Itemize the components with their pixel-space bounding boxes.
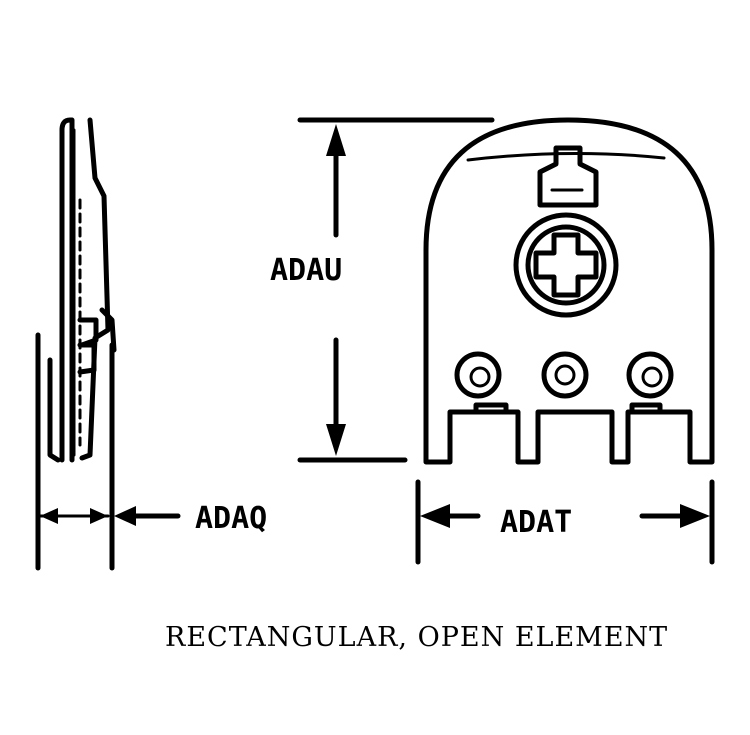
height-label: ADAU bbox=[270, 253, 342, 288]
thickness-dimension: ADAQ bbox=[35, 332, 267, 571]
diagram-caption: RECTANGULAR, OPEN ELEMENT bbox=[165, 622, 668, 653]
height-dimension: ADAU bbox=[270, 117, 495, 463]
front-view bbox=[423, 117, 715, 465]
thickness-label: ADAQ bbox=[195, 501, 267, 536]
width-label: ADAT bbox=[500, 505, 572, 540]
width-dimension: ADAT bbox=[415, 479, 715, 565]
side-view bbox=[47, 117, 117, 463]
